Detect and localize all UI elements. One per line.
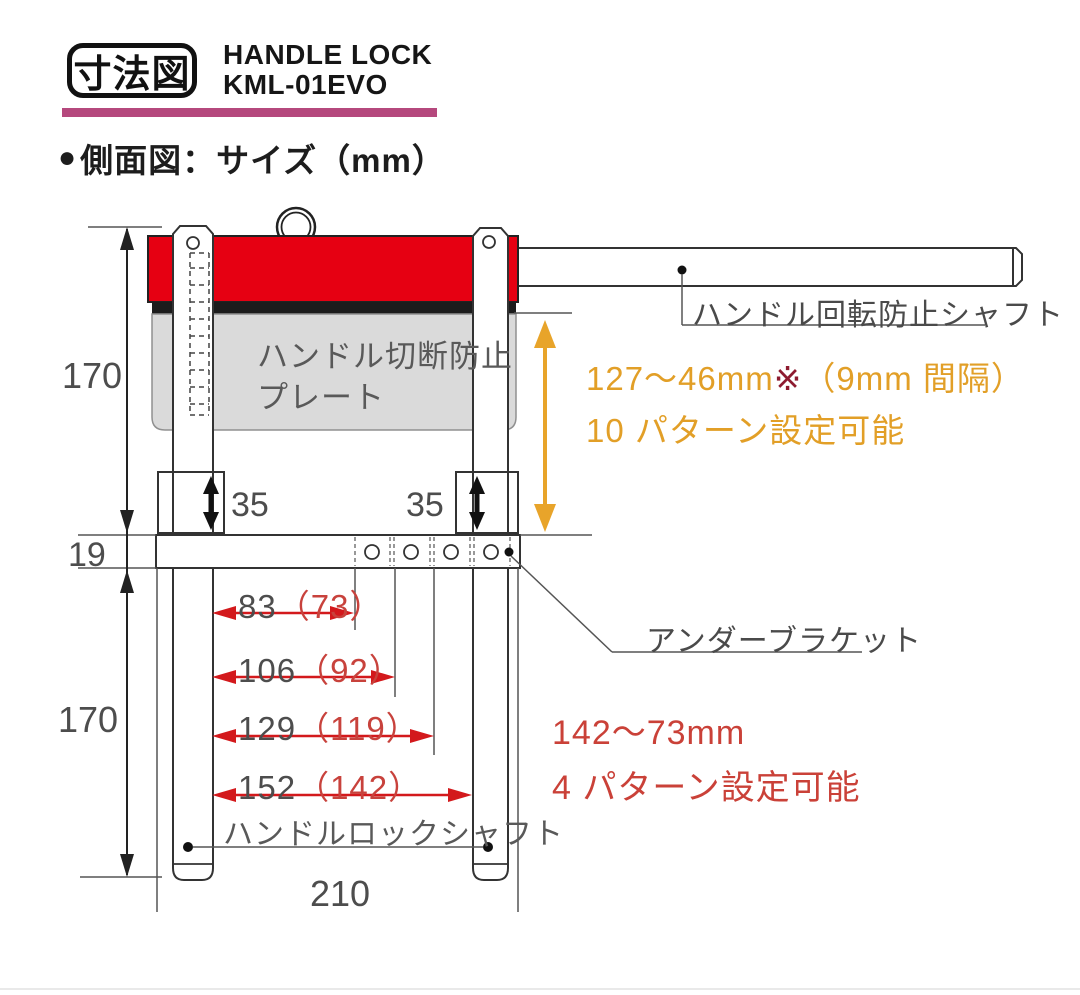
product-line2: KML-01EVO [223,69,388,100]
dim-170-upper: 170 [62,355,123,396]
accent-rule [62,108,437,117]
dim-label-129: 129（119） [238,702,420,750]
dim-arrow-106 [212,670,395,684]
plate-label-line1: ハンドル切断防止 [257,339,513,374]
under-bracket-label: アンダーブラケット [646,625,922,658]
product-line1: HANDLE LOCK [223,39,433,70]
orange-interval: （9mm 間隔） [802,360,1025,397]
product-name: HANDLE LOCK KML-01EVO [223,40,432,100]
orange-range: 127～46mm [586,360,774,397]
section-heading: ● 側面図：サイズ（mm） [58,134,446,182]
arrow-35-right [469,476,485,530]
bracket-hole-icon [483,544,499,560]
dim-arrow-129 [212,729,434,743]
rotation-shaft-label: ハンドル回転防止シャフト [692,299,1064,332]
dim-35-left: 35 [231,486,269,524]
arrow-35-left [203,476,219,530]
dim-main: 129 [238,710,297,747]
bracket-hole-icon [443,544,459,560]
dim-paren: （142） [296,769,423,806]
adjuster-block-right [455,471,519,534]
dim-35-right: 35 [406,486,444,524]
orange-annotation-line1: 127～46mm※（9mm 間隔） [586,352,1025,400]
plate-label: ハンドル切断防止 プレート [257,336,513,418]
dim-main: 106 [238,652,297,689]
bullet-icon: ● [58,141,77,174]
bracket-hole-icon [364,544,380,560]
rotation-shaft-shape [507,247,1023,287]
under-bracket-leader [510,555,862,653]
red-patterns: 4 パターン設定可能 [552,769,861,807]
dim-arrow-152 [212,788,472,802]
dim-main: 152 [238,769,297,806]
lock-shaft-label: ハンドルロックシャフト [223,818,564,851]
bracket-hole-icon [403,544,419,560]
plate-label-line2: プレート [257,380,385,415]
dim-main: 83 [238,588,277,625]
dim-label-106: 106（92） [238,644,403,692]
section-title: 側面図：サイズ（mm） [80,142,446,179]
bracket-leader-dot [504,547,514,557]
badge-label: 寸法図 [73,54,191,96]
post-hole-icon [482,235,496,249]
orange-annotation-line2: 10 パターン設定可能 [586,412,906,449]
photo-edge-line [0,988,1080,990]
dim-label-83: 83（73） [238,580,383,628]
dim-210: 210 [309,873,371,914]
adjuster-block-left [157,471,225,534]
extension-lines [78,226,592,912]
dim-paren: （92） [296,652,403,689]
orange-annotation: 127～46mm※（9mm 間隔） 10 パターン設定可能 [586,352,1025,452]
orange-range-arrow [534,320,556,532]
dim-19: 19 [68,536,106,574]
dim-line-left [120,227,134,877]
black-stripe [152,302,516,314]
red-range: 142～73mm [552,714,746,752]
dim-label-152: 152（142） [238,761,422,809]
rotation-shaft-leader [677,265,985,326]
dim-paren: （119） [296,710,420,747]
dim-paren: （73） [276,588,384,625]
post-hole-icon [186,236,200,250]
under-bracket-shape [155,534,521,569]
dim-170-lower: 170 [58,699,119,740]
lock-shaft-leader [183,842,493,852]
note-mark: ※ [773,360,803,397]
adjustment-notches [189,252,210,416]
dimension-figure-badge: 寸法図 [67,43,197,98]
red-annotation: 142～73mm 4 パターン設定可能 [552,705,861,809]
dim-arrow-83 [212,606,354,620]
